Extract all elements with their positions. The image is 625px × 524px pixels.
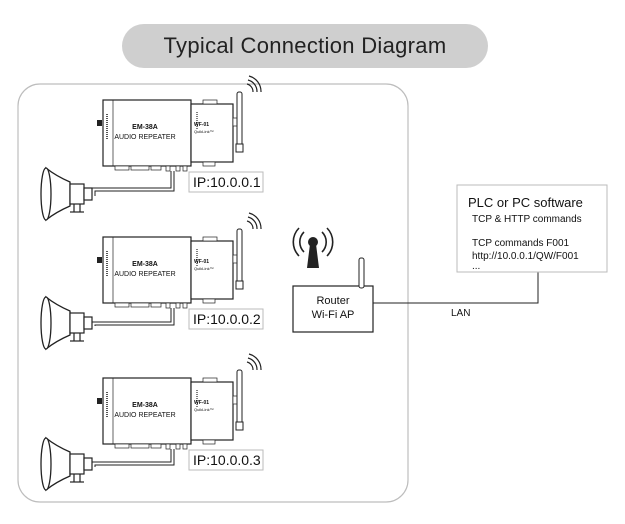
plc-box bbox=[456, 184, 608, 273]
plc-line-4: ... bbox=[472, 261, 481, 272]
plc-line-2: TCP commands F001 bbox=[472, 238, 570, 249]
router-label-line1: Router bbox=[316, 295, 350, 307]
lan-label: LAN bbox=[451, 308, 471, 319]
device-3-wifi-model: WF-01 bbox=[194, 400, 209, 406]
plc-title: PLC or PC software bbox=[468, 195, 583, 210]
plc-line-1: TCP & HTTP commands bbox=[472, 214, 582, 225]
diagram-title: Typical Connection Diagram bbox=[122, 24, 488, 68]
router-label-line2: Wi-Fi AP bbox=[311, 309, 355, 321]
device-3-name: AUDIO REPEATER bbox=[114, 412, 176, 419]
device-2-ip: IP:10.0.0.2 bbox=[193, 311, 261, 327]
lan-cable bbox=[373, 272, 539, 304]
device-2-model: EM-38A bbox=[132, 261, 158, 268]
device-2-wifi-sub: QuikLink™ bbox=[194, 266, 214, 271]
device-1-model: EM-38A bbox=[132, 124, 158, 131]
device-2-name: AUDIO REPEATER bbox=[114, 271, 176, 278]
router-box bbox=[292, 285, 374, 333]
device-1-wifi-sub: QuikLink™ bbox=[194, 129, 214, 134]
device-3-wifi-sub: QuikLink™ bbox=[194, 407, 214, 412]
repeater-device-3 bbox=[40, 353, 263, 491]
plc-line-3: http://10.0.0.1/QW/F001 bbox=[472, 251, 579, 262]
repeater-device-1 bbox=[40, 75, 263, 221]
device-1-ip: IP:10.0.0.1 bbox=[193, 174, 261, 190]
device-3-ip: IP:10.0.0.3 bbox=[193, 452, 261, 468]
wifi-signal-icon bbox=[292, 227, 334, 268]
device-1-name: AUDIO REPEATER bbox=[114, 134, 176, 141]
device-2-wifi-model: WF-01 bbox=[194, 259, 209, 265]
repeater-device-2 bbox=[40, 212, 263, 350]
router-antenna-icon bbox=[358, 257, 365, 289]
device-1-wifi-model: WF-01 bbox=[194, 122, 209, 128]
device-3-model: EM-38A bbox=[132, 402, 158, 409]
